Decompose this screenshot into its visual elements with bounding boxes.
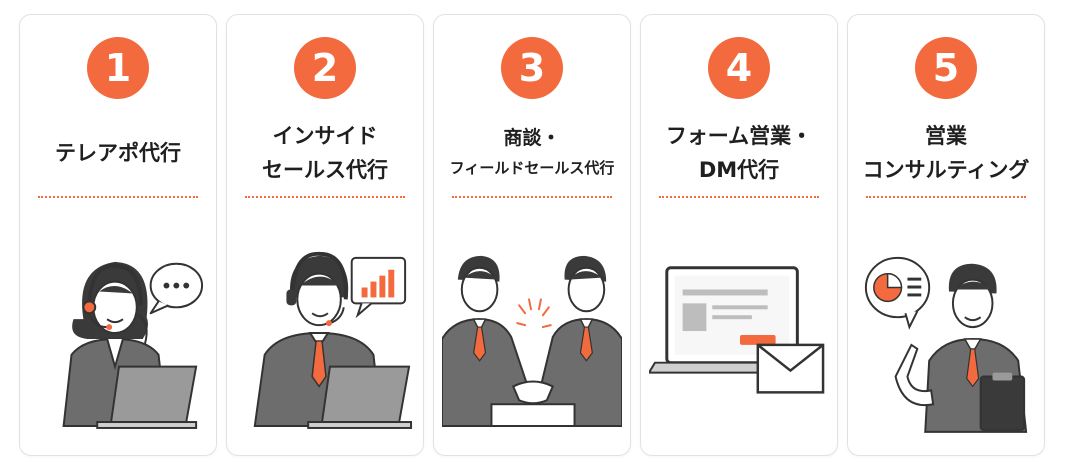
service-title: テレアポ代行: [20, 113, 216, 193]
service-card-telemarketing: 1 テレアポ代行: [19, 14, 217, 456]
laptop-mail-icon: [649, 266, 825, 394]
service-title: インサイド セールス代行: [227, 113, 423, 193]
service-title-line-1: 営業: [925, 124, 967, 148]
service-title-line-2: コンサルティング: [862, 158, 1030, 182]
step-number-badge: 3: [501, 37, 563, 99]
service-title: 営業 コンサルティング: [848, 113, 1044, 193]
service-card-inside-sales: 2 インサイド セールス代行: [226, 14, 424, 456]
service-title-line-1: テレアポ代行: [55, 141, 181, 165]
dotted-divider: [659, 196, 819, 198]
handshake-icon: [442, 255, 622, 427]
service-card-consulting: 5 営業 コンサルティング: [847, 14, 1045, 456]
consultant-chart-icon: [864, 256, 1028, 433]
consultant-illustration: [856, 227, 1036, 443]
service-title-line-2: フィールドセールス代行: [449, 159, 615, 177]
inside-sales-illustration: [235, 227, 415, 443]
laptop-mail-illustration: [649, 227, 829, 443]
handshake-illustration: [442, 227, 622, 443]
headset-operator-icon: [62, 261, 204, 429]
headset-operator-chart-icon: [253, 251, 413, 429]
service-title-line-1: インサイド: [272, 124, 378, 148]
service-title-line-1: 商談・: [503, 127, 561, 149]
service-title-line-1: フォーム営業・: [665, 124, 813, 148]
step-number-badge: 4: [708, 37, 770, 99]
dotted-divider: [38, 196, 198, 198]
dotted-divider: [866, 196, 1026, 198]
step-number-badge: 5: [915, 37, 977, 99]
service-title: フォーム営業・ DM代行: [641, 113, 837, 193]
step-number-badge: 1: [87, 37, 149, 99]
service-card-form-dm: 4 フォーム営業・ DM代行: [640, 14, 838, 456]
service-title: 商談・ フィールドセールス代行: [434, 113, 630, 193]
service-title-line-2: DM代行: [698, 158, 780, 182]
operator-illustration: [28, 227, 208, 443]
dotted-divider: [245, 196, 405, 198]
dotted-divider: [452, 196, 612, 198]
service-title-line-2: セールス代行: [262, 158, 388, 182]
step-number-badge: 2: [294, 37, 356, 99]
service-card-field-sales: 3 商談・ フィールドセールス代行: [433, 14, 631, 456]
